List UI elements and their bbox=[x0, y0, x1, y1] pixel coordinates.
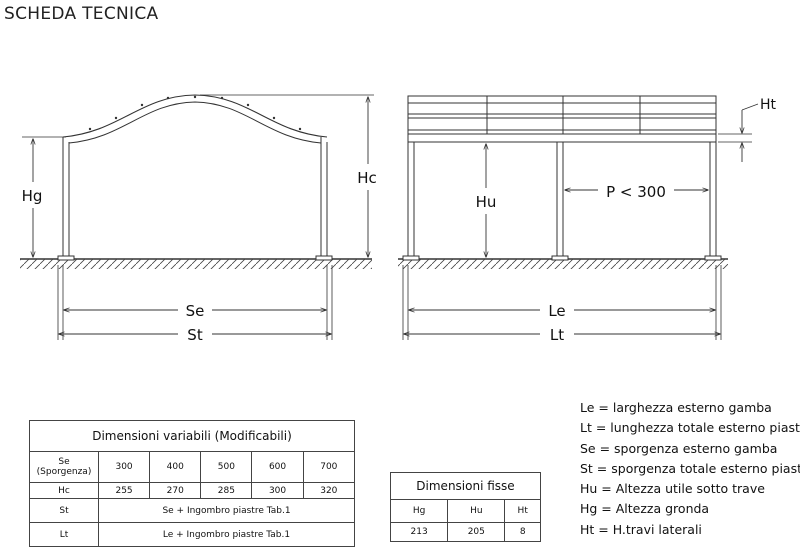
front-view bbox=[398, 95, 759, 340]
top-beam bbox=[407, 95, 717, 135]
table-cell: 270 bbox=[149, 482, 202, 499]
table-row: 213 205 8 bbox=[389, 522, 541, 542]
table-header: Ht bbox=[504, 499, 541, 523]
label-hg: Hg bbox=[22, 187, 43, 205]
table-cell: 600 bbox=[251, 451, 304, 483]
row-label: Se (Sporgenza) bbox=[29, 451, 99, 483]
technical-drawing: Hg Hc Se St bbox=[20, 94, 777, 344]
table-header: Hu bbox=[447, 499, 506, 523]
table-row: Se (Sporgenza) 300 400 500 600 700 bbox=[29, 451, 356, 483]
table-cell: 300 bbox=[251, 482, 304, 499]
side-view bbox=[20, 94, 374, 340]
legend: Le = larghezza esterno gamba Lt = lunghe… bbox=[580, 398, 800, 540]
page-title: SCHEDA TECNICA bbox=[4, 4, 159, 24]
legend-item: Lt = lunghezza totale esterno piastre bbox=[580, 420, 800, 436]
table-cell: 255 bbox=[97, 482, 151, 499]
row-label: St bbox=[29, 498, 99, 523]
table-cell: 300 bbox=[97, 451, 151, 483]
label-hu: Hu bbox=[476, 193, 497, 211]
variable-dimensions-table: Dimensioni variabili (Modificabili) Se (… bbox=[29, 420, 356, 547]
table-row: Hc 255 270 285 300 320 bbox=[29, 482, 356, 499]
table-caption: Dimensioni fisse bbox=[390, 472, 541, 500]
table-cell: 500 bbox=[200, 451, 253, 483]
label-se: Se bbox=[186, 302, 205, 320]
table-cell: 700 bbox=[302, 451, 356, 483]
table-header: Hg bbox=[389, 499, 449, 523]
label-st: St bbox=[187, 326, 203, 344]
lateral-beam bbox=[407, 133, 717, 143]
legend-item: Se = sporgenza esterno gamba bbox=[580, 440, 778, 456]
table-cell: 320 bbox=[302, 482, 356, 499]
ground-hatch bbox=[20, 259, 372, 269]
row-label: Lt bbox=[29, 522, 99, 547]
row-label: Hc bbox=[29, 482, 99, 499]
table-cell: 8 bbox=[504, 522, 541, 542]
label-ht: Ht bbox=[760, 97, 777, 113]
legend-item: Hu = Altezza utile sotto trave bbox=[580, 481, 765, 497]
table-cell: 205 bbox=[447, 522, 506, 542]
label-lt: Lt bbox=[550, 326, 564, 344]
table-cell: Le + Ingombro piastre Tab.1 bbox=[98, 522, 355, 547]
legend-item: Le = larghezza esterno gamba bbox=[580, 400, 772, 415]
table-cell: Se + Ingombro piastre Tab.1 bbox=[98, 498, 355, 523]
legend-item: Hg = Altezza gronda bbox=[580, 501, 710, 517]
label-hc: Hc bbox=[357, 169, 377, 187]
label-p: P < 300 bbox=[606, 183, 666, 201]
fixed-dimensions-table: Dimensioni fisse Hg Hu Ht 213 205 8 bbox=[389, 472, 541, 542]
table-caption: Dimensioni variabili (Modificabili) bbox=[29, 420, 355, 452]
legend-item: Ht = H.travi laterali bbox=[580, 521, 702, 537]
table-row: St Se + Ingombro piastre Tab.1 bbox=[29, 498, 355, 523]
table-row: Lt Le + Ingombro piastre Tab.1 bbox=[29, 522, 355, 547]
table-cell: 213 bbox=[389, 522, 449, 542]
arch-top bbox=[62, 94, 328, 138]
table-cell: 285 bbox=[200, 482, 253, 499]
table-row: Hg Hu Ht bbox=[389, 499, 541, 523]
legend-item: St = sporgenza totale esterno piastre bbox=[580, 460, 800, 476]
table-cell: 400 bbox=[149, 451, 202, 483]
label-le: Le bbox=[548, 302, 565, 320]
